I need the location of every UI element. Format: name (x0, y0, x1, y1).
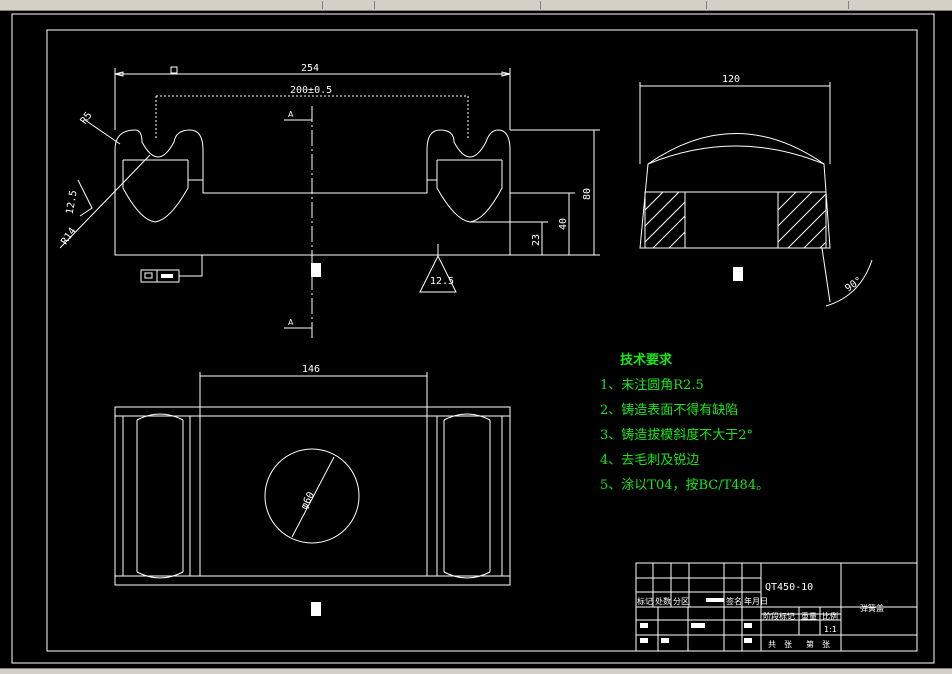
tb-header-label: 处数 (655, 596, 671, 606)
material-text: QT450-10 (765, 582, 813, 593)
tech-item: 5、涂以T04，按BC/T484。 (600, 478, 770, 493)
section-mark-top: A (288, 110, 294, 119)
surface-left-text: 12.5 (65, 189, 80, 215)
front-view (114, 129, 511, 256)
status-strip (0, 668, 952, 674)
surface-mark-left (77, 179, 93, 217)
tb-sheet-label: 张 (822, 640, 830, 649)
surface-bottom-text: 12.5 (430, 276, 454, 287)
dim-120-text: 120 (722, 74, 740, 85)
engineering-drawing[interactable]: A A 254 200±0.5 R5 R14 12.5 (0, 10, 952, 668)
dim-top-width (199, 372, 428, 416)
toolbar-separator (540, 1, 541, 9)
tb-stage-label: 比例 (822, 611, 838, 621)
inner-frame (46, 29, 918, 652)
toolbar-separator (322, 1, 323, 9)
dim-heights (470, 129, 600, 256)
datum-flag (140, 255, 203, 283)
tb-header-label: 签名 (726, 596, 742, 606)
dim-40-text: 40 (558, 218, 569, 230)
tb-scale-text: 1:1 (824, 625, 837, 634)
toolbar-separator (706, 1, 707, 9)
tb-sheet-label: 张 (784, 640, 792, 649)
section-mark-bottom: A (288, 318, 294, 327)
dim-inner-span-text: 200±0.5 (290, 85, 332, 96)
dim-angle-arc (821, 247, 873, 307)
side-view (639, 133, 831, 249)
surface-mark-bottom (419, 254, 457, 293)
leader-r14 (59, 154, 151, 249)
tb-stage-label: 阶段标记 (763, 611, 795, 621)
toolbar-strip[interactable] (0, 0, 952, 11)
dim-80-text: 80 (582, 188, 593, 200)
tb-header-label: 年月日 (744, 596, 768, 606)
tech-item: 4、去毛刺及锐边 (600, 453, 700, 468)
tb-sheet-label: 第 (806, 639, 814, 649)
tb-sheet-label: 共 (768, 640, 776, 649)
dim-angle-text: 90° (843, 275, 864, 294)
toolbar-separator (374, 1, 375, 9)
dim-inner-span (155, 95, 469, 140)
top-view (114, 406, 511, 586)
view-label-top (311, 602, 321, 616)
dim-r14-text: R14 (59, 226, 78, 247)
tech-title: 技术要求 (620, 353, 673, 368)
dim-overall-length (114, 66, 511, 130)
dim-23-text: 23 (531, 234, 542, 246)
tech-item: 3、铸造拔模斜度不大于2° (600, 428, 754, 443)
tech-item: 1、未注圆角R2.5 (600, 378, 704, 393)
dim-r5-text: R5 (79, 110, 95, 126)
title-block (635, 562, 918, 652)
dim-254-text: 254 (301, 63, 319, 74)
dim-146-text: 146 (302, 364, 320, 375)
outer-frame (11, 13, 935, 664)
toolbar-separator (848, 1, 849, 9)
tech-item: 2、铸造表面不得有缺陷 (600, 403, 739, 418)
technical-requirements: 技术要求 1、未注圆角R2.5 2、铸造表面不得有缺陷 3、铸造拔模斜度不大于2… (600, 348, 800, 498)
leader-r5 (84, 119, 121, 145)
tb-header-label: 分区 (673, 597, 689, 606)
tb-stage-label: 重量 (801, 611, 817, 621)
view-label-side (733, 267, 743, 281)
view-label-front (311, 263, 321, 277)
dim-side-width (639, 82, 831, 164)
tb-header-label: 标记 (637, 596, 653, 606)
part-name-text: 弹簧盖 (860, 603, 884, 613)
